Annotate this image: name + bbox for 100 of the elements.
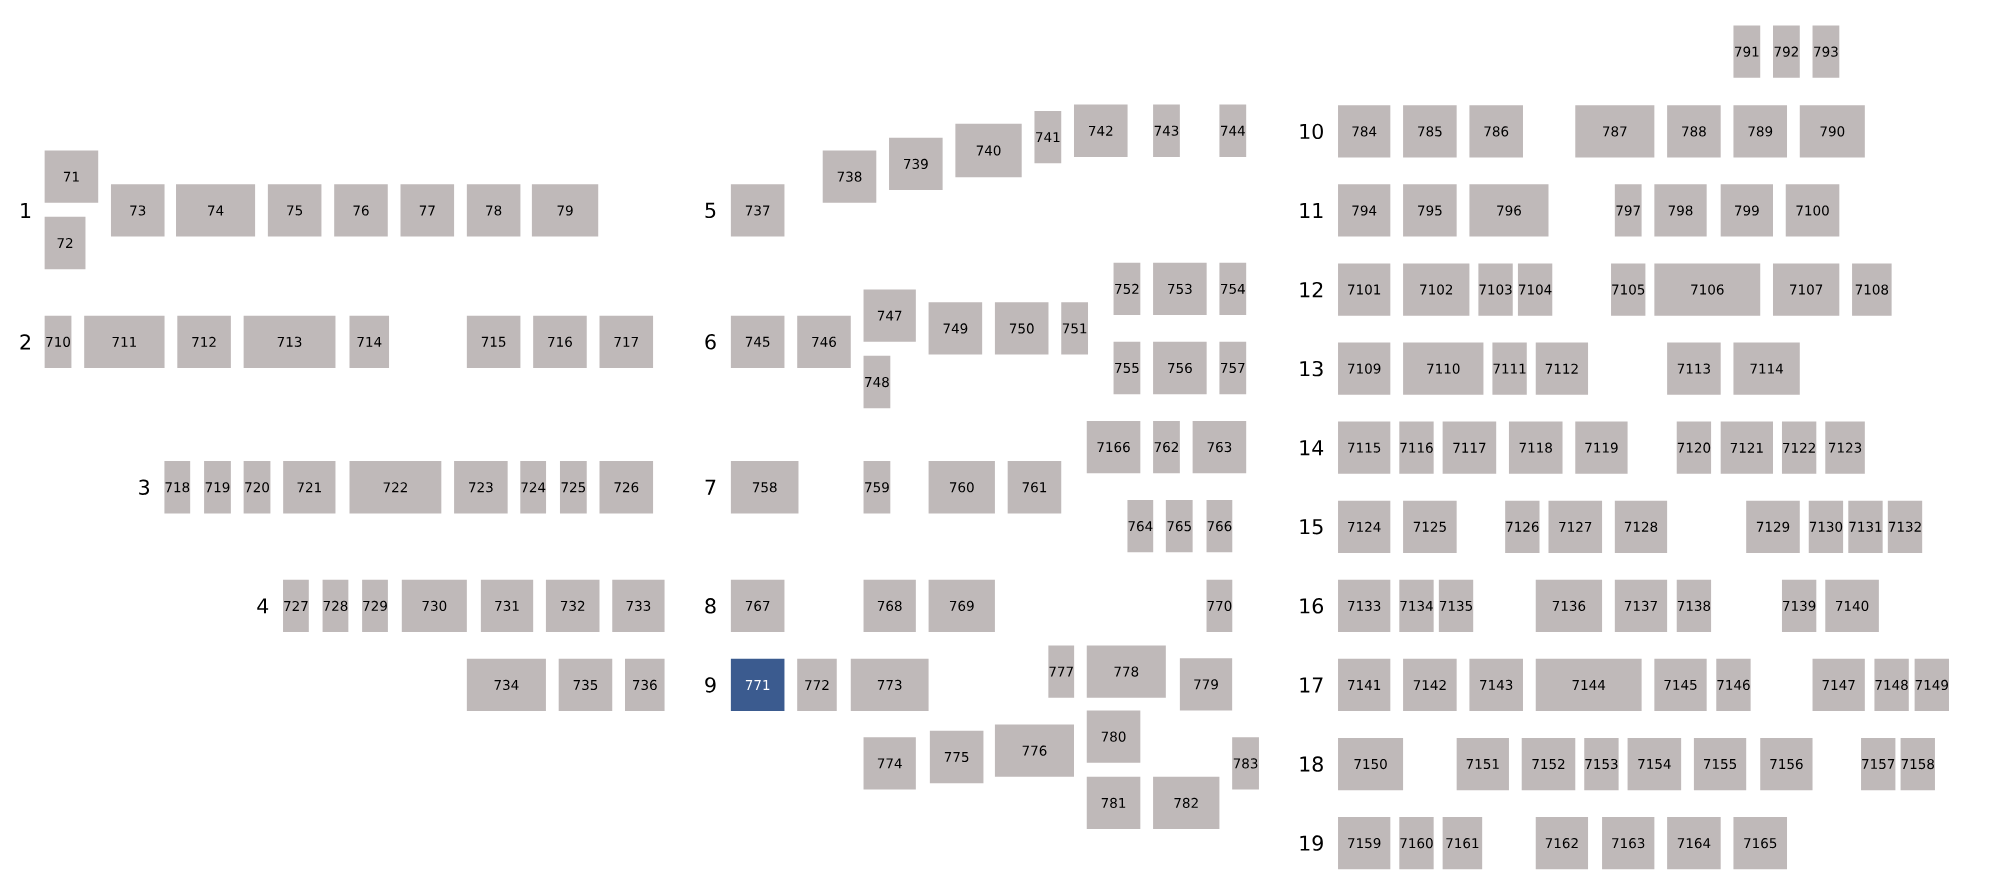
number-box: 723 xyxy=(454,461,508,514)
number-box: 7136 xyxy=(1535,579,1603,633)
number-box: 7105 xyxy=(1611,263,1646,316)
number-box: 7157 xyxy=(1861,737,1896,791)
number-box: 772 xyxy=(797,658,837,712)
row-number: 4 xyxy=(257,598,269,614)
number-box: 778 xyxy=(1086,645,1166,698)
number-box: 7127 xyxy=(1548,500,1603,553)
number-box: 737 xyxy=(730,184,785,237)
number-box: 7138 xyxy=(1676,579,1712,633)
number-box: 739 xyxy=(889,137,943,191)
number-box: 72 xyxy=(44,216,86,270)
number-box: 731 xyxy=(480,579,534,633)
number-box: 788 xyxy=(1667,105,1721,158)
number-box: 745 xyxy=(730,315,785,369)
number-box: 769 xyxy=(928,579,995,633)
number-box: 7155 xyxy=(1693,737,1747,791)
row-number: 9 xyxy=(705,677,716,693)
number-box: 728 xyxy=(322,579,349,633)
number-box: 714 xyxy=(349,315,390,369)
row-number: 13 xyxy=(1300,360,1323,377)
number-box: 767 xyxy=(730,579,785,633)
row-number: 10 xyxy=(1300,123,1323,140)
number-box: 763 xyxy=(1192,421,1247,474)
number-box: 742 xyxy=(1074,104,1128,157)
number-box: 7134 xyxy=(1399,579,1434,633)
number-box: 7113 xyxy=(1667,342,1721,395)
row-number: 11 xyxy=(1300,203,1323,218)
number-box: 76 xyxy=(334,184,388,237)
number-box: 79 xyxy=(531,184,599,237)
number-box: 760 xyxy=(928,461,995,514)
number-box: 757 xyxy=(1219,341,1247,395)
number-box: 729 xyxy=(362,579,388,633)
number-box: 7144 xyxy=(1535,658,1642,712)
row-number: 1 xyxy=(21,203,31,218)
number-box: 798 xyxy=(1654,184,1707,237)
number-box: 758 xyxy=(730,461,799,514)
number-box: 7123 xyxy=(1825,421,1865,474)
number-box: 720 xyxy=(243,461,271,514)
number-box: 727 xyxy=(283,579,309,633)
number-box: 719 xyxy=(204,461,231,514)
number-box: 7152 xyxy=(1521,737,1576,791)
number-box: 7106 xyxy=(1654,263,1761,316)
row-number: 7 xyxy=(705,479,716,495)
number-box: 797 xyxy=(1614,184,1642,237)
number-box: 7122 xyxy=(1781,421,1817,474)
number-box: 715 xyxy=(466,315,521,369)
number-box: 761 xyxy=(1007,461,1062,514)
number-box: 7139 xyxy=(1781,579,1817,633)
number-box: 783 xyxy=(1232,737,1259,790)
number-box: 748 xyxy=(863,355,891,409)
number-box: 795 xyxy=(1403,184,1457,237)
number-box: 74 xyxy=(176,184,256,237)
row-number: 8 xyxy=(705,598,716,614)
number-box: 7104 xyxy=(1517,263,1553,316)
row-number: 19 xyxy=(1300,835,1323,851)
number-box: 75 xyxy=(267,184,322,237)
number-box: 7133 xyxy=(1338,579,1391,633)
number-box: 7120 xyxy=(1676,421,1712,474)
number-box: 7112 xyxy=(1535,342,1589,395)
number-box: 716 xyxy=(533,315,587,369)
number-box: 7129 xyxy=(1746,500,1800,553)
number-box: 784 xyxy=(1338,105,1391,158)
number-box: 7156 xyxy=(1760,737,1813,791)
number-box: 7160 xyxy=(1399,817,1434,870)
number-box: 730 xyxy=(401,579,467,633)
number-box: 7114 xyxy=(1733,342,1800,395)
number-box: 7100 xyxy=(1785,184,1840,237)
number-box: 786 xyxy=(1469,105,1523,158)
number-box: 7124 xyxy=(1338,500,1391,553)
number-box: 753 xyxy=(1153,262,1207,316)
number-box: 764 xyxy=(1127,500,1154,553)
number-box: 780 xyxy=(1086,710,1141,763)
number-box: 751 xyxy=(1061,302,1088,355)
number-box: 752 xyxy=(1113,262,1141,316)
number-box: 789 xyxy=(1733,105,1788,158)
number-box: 741 xyxy=(1034,111,1062,164)
number-box: 773 xyxy=(850,658,929,712)
number-box: 779 xyxy=(1179,658,1233,711)
number-box: 725 xyxy=(559,461,587,514)
row-number: 16 xyxy=(1300,598,1323,614)
row-number: 17 xyxy=(1300,677,1323,693)
number-box: 762 xyxy=(1153,421,1180,474)
number-box: 7103 xyxy=(1478,263,1513,316)
row-number: 18 xyxy=(1300,756,1323,772)
number-box: 790 xyxy=(1799,105,1865,158)
number-box: 7148 xyxy=(1874,658,1909,712)
number-box: 756 xyxy=(1153,341,1207,395)
number-box: 7140 xyxy=(1825,579,1879,633)
number-box: 750 xyxy=(994,302,1049,355)
number-box: 7109 xyxy=(1338,342,1391,395)
number-box: 722 xyxy=(349,461,442,514)
number-box: 7118 xyxy=(1508,421,1563,474)
number-box: 766 xyxy=(1206,500,1233,553)
number-box: 7117 xyxy=(1442,421,1497,474)
number-box: 71 xyxy=(44,150,99,203)
number-box: 768 xyxy=(863,579,916,633)
number-box: 775 xyxy=(929,730,984,784)
number-box: 7165 xyxy=(1733,817,1788,870)
number-box: 7116 xyxy=(1399,421,1434,474)
